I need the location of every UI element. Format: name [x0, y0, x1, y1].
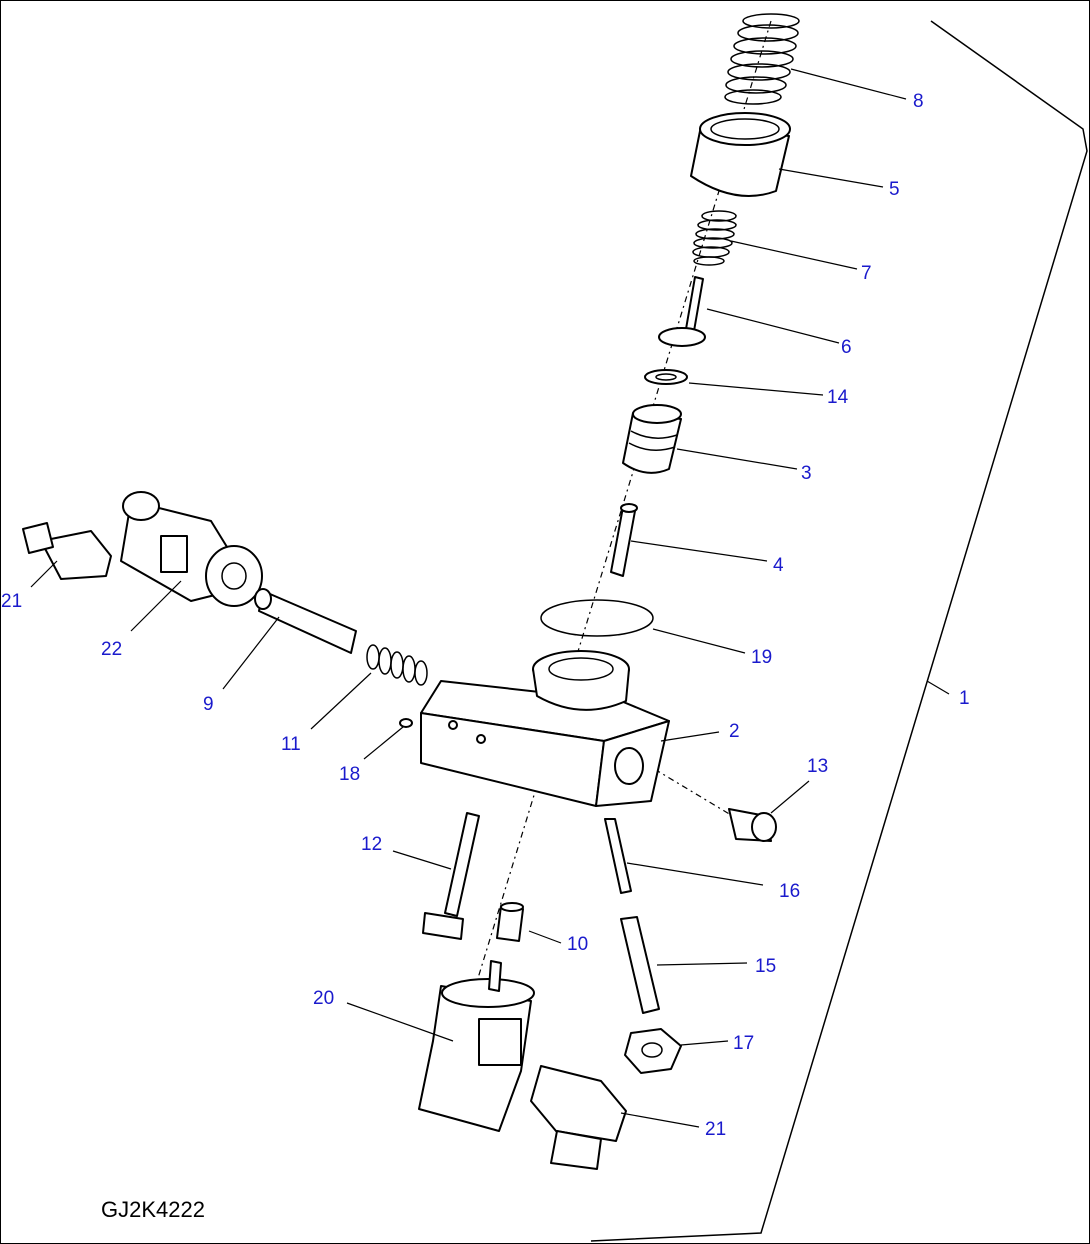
callout-1[interactable]: 1 [959, 688, 970, 709]
part-5-cup [690, 112, 791, 197]
leader-lines [30, 68, 950, 1128]
callout-8[interactable]: 8 [913, 91, 924, 112]
callout-6[interactable]: 6 [841, 337, 852, 358]
part-17-nut [624, 1028, 682, 1074]
drawing-code: GJ2K4222 [101, 1197, 205, 1222]
callout-10[interactable]: 10 [567, 934, 588, 955]
callout-21-lower[interactable]: 21 [705, 1119, 726, 1140]
callout-11[interactable]: 11 [281, 734, 301, 755]
part-20-coil [418, 960, 535, 1132]
callout-4[interactable]: 4 [773, 555, 784, 576]
callout-7[interactable]: 7 [861, 263, 872, 284]
part-22-solenoid [120, 491, 263, 607]
part-3-piston [622, 404, 682, 474]
callout-12[interactable]: 12 [361, 834, 382, 855]
part-13-plug [728, 808, 777, 842]
part-21-connector-upper [22, 522, 112, 580]
callout-21-upper[interactable]: 21 [1, 591, 22, 612]
callout-13[interactable]: 13 [807, 756, 828, 777]
callout-labels: 8 5 7 6 14 3 4 19 1 2 13 12 16 10 15 20 … [1, 91, 970, 1140]
part-7-spring [692, 210, 737, 266]
part-8-spring [724, 13, 800, 105]
callout-15[interactable]: 15 [755, 956, 776, 977]
callout-5[interactable]: 5 [889, 179, 900, 200]
callout-2[interactable]: 2 [729, 721, 740, 742]
part-2-body [420, 650, 670, 807]
part-21-connector-lower [530, 1065, 627, 1170]
part-9-spool [254, 588, 357, 654]
callout-22[interactable]: 22 [101, 639, 122, 660]
callout-17[interactable]: 17 [733, 1033, 754, 1054]
part-12-bolt [422, 812, 480, 940]
callout-20[interactable]: 20 [313, 988, 334, 1009]
part-6-stem [658, 276, 706, 347]
part-11-spring [366, 644, 428, 686]
part-4-pin [610, 503, 638, 577]
callout-18[interactable]: 18 [339, 764, 360, 785]
assembly-boundary [590, 20, 1088, 1242]
part-19-o-ring [540, 599, 654, 637]
callout-3[interactable]: 3 [801, 463, 812, 484]
part-15-spring [620, 916, 660, 1014]
part-16-pin [604, 818, 632, 894]
callout-9[interactable]: 9 [203, 694, 214, 715]
callout-19[interactable]: 19 [751, 647, 772, 668]
part-18-plug [399, 718, 413, 728]
part-10-bushing [496, 902, 524, 942]
part-14-washer [644, 369, 688, 385]
callout-14[interactable]: 14 [827, 387, 849, 408]
callout-16[interactable]: 16 [779, 881, 800, 902]
